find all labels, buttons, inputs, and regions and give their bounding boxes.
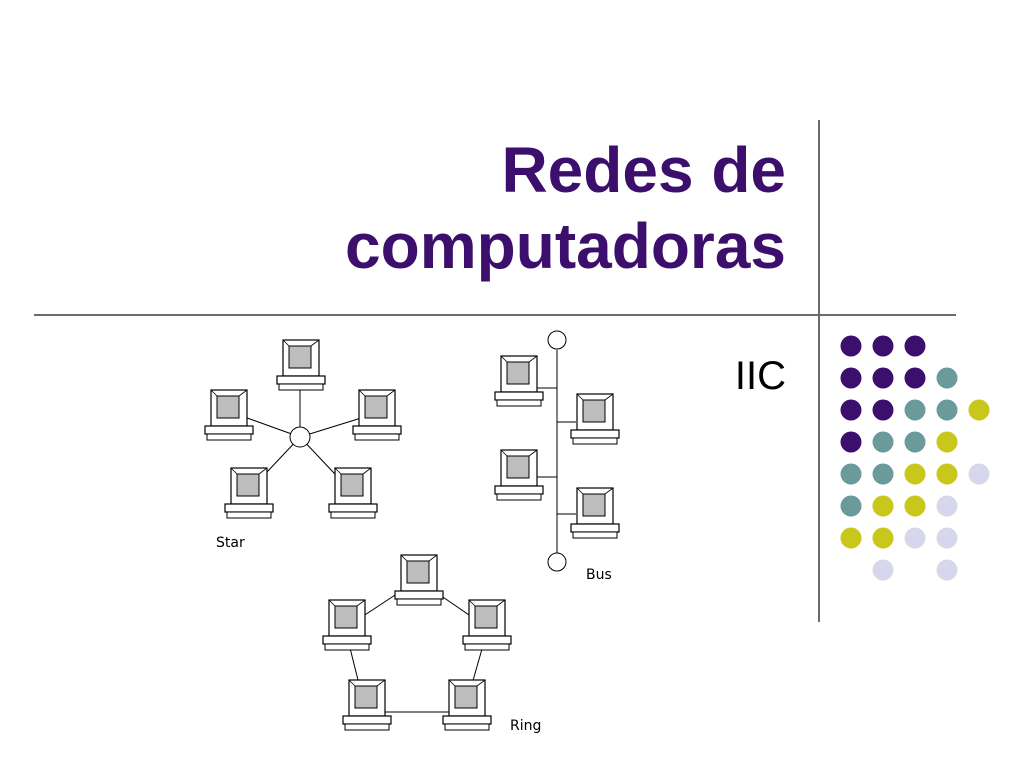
decor-dot-lime xyxy=(968,399,990,421)
horizontal-divider xyxy=(34,314,956,316)
decor-dot-lime xyxy=(904,463,926,485)
decor-dot-teal xyxy=(872,463,894,485)
decor-dot-teal xyxy=(936,367,958,389)
bus-terminator-bottom xyxy=(547,552,567,572)
decor-dot-lime xyxy=(872,527,894,549)
bus-terminator-top xyxy=(547,330,567,350)
decor-dot-teal xyxy=(840,463,862,485)
bus-topology: Bus xyxy=(494,330,620,583)
slide-title-line1: Redes de xyxy=(501,134,786,206)
decor-dot-lime xyxy=(936,431,958,453)
bus-computer-2 xyxy=(570,393,620,445)
slide-title: Redes de computadoras xyxy=(186,132,786,284)
star-computer-bottom-left xyxy=(224,467,274,519)
slide-title-line2: computadoras xyxy=(345,210,786,282)
ring-computer-right xyxy=(462,599,512,651)
network-topologies-diagram: Star Bus Ring xyxy=(204,330,620,734)
decor-dot-teal xyxy=(904,399,926,421)
decor-dot-lavender xyxy=(872,559,894,581)
bus-computer-3 xyxy=(494,449,544,501)
ring-computer-top xyxy=(394,554,444,606)
star-label: Star xyxy=(216,535,245,551)
decor-dot-lavender xyxy=(936,495,958,517)
decor-dot-purple xyxy=(872,399,894,421)
decor-dot-lavender xyxy=(936,527,958,549)
decor-dot-lime xyxy=(904,495,926,517)
star-computer-bottom-right xyxy=(328,467,378,519)
decor-dot-purple xyxy=(840,399,862,421)
ring-label: Ring xyxy=(510,718,541,734)
decor-dot-purple xyxy=(872,335,894,357)
ring-topology: Ring xyxy=(322,554,541,734)
decorative-dot-grid xyxy=(840,335,990,581)
vertical-divider xyxy=(818,120,820,622)
ring-computer-bottom-left xyxy=(342,679,392,731)
star-computer-left xyxy=(204,389,254,441)
bus-computer-1 xyxy=(494,355,544,407)
bus-label: Bus xyxy=(586,567,612,583)
decor-dot-purple xyxy=(904,335,926,357)
slide-subtitle: IIC xyxy=(734,354,786,398)
bus-computer-4 xyxy=(570,487,620,539)
decor-dot-purple xyxy=(840,431,862,453)
ring-computer-left xyxy=(322,599,372,651)
star-computer-right xyxy=(352,389,402,441)
decor-dot-lime xyxy=(936,463,958,485)
decor-dot-purple xyxy=(904,367,926,389)
star-topology: Star xyxy=(204,339,402,551)
decor-dot-teal xyxy=(936,399,958,421)
decor-dot-purple xyxy=(840,335,862,357)
decor-dot-teal xyxy=(872,431,894,453)
star-hub xyxy=(289,426,311,448)
decor-dot-purple xyxy=(872,367,894,389)
decor-dot-lavender xyxy=(936,559,958,581)
decor-dot-lavender xyxy=(904,527,926,549)
decor-dot-teal xyxy=(840,495,862,517)
decor-dot-lime xyxy=(872,495,894,517)
decor-dot-purple xyxy=(840,367,862,389)
decor-dot-teal xyxy=(904,431,926,453)
ring-computer-bottom-right xyxy=(442,679,492,731)
decor-dot-lime xyxy=(840,527,862,549)
star-computer-top xyxy=(276,339,326,391)
decor-dot-lavender xyxy=(968,463,990,485)
